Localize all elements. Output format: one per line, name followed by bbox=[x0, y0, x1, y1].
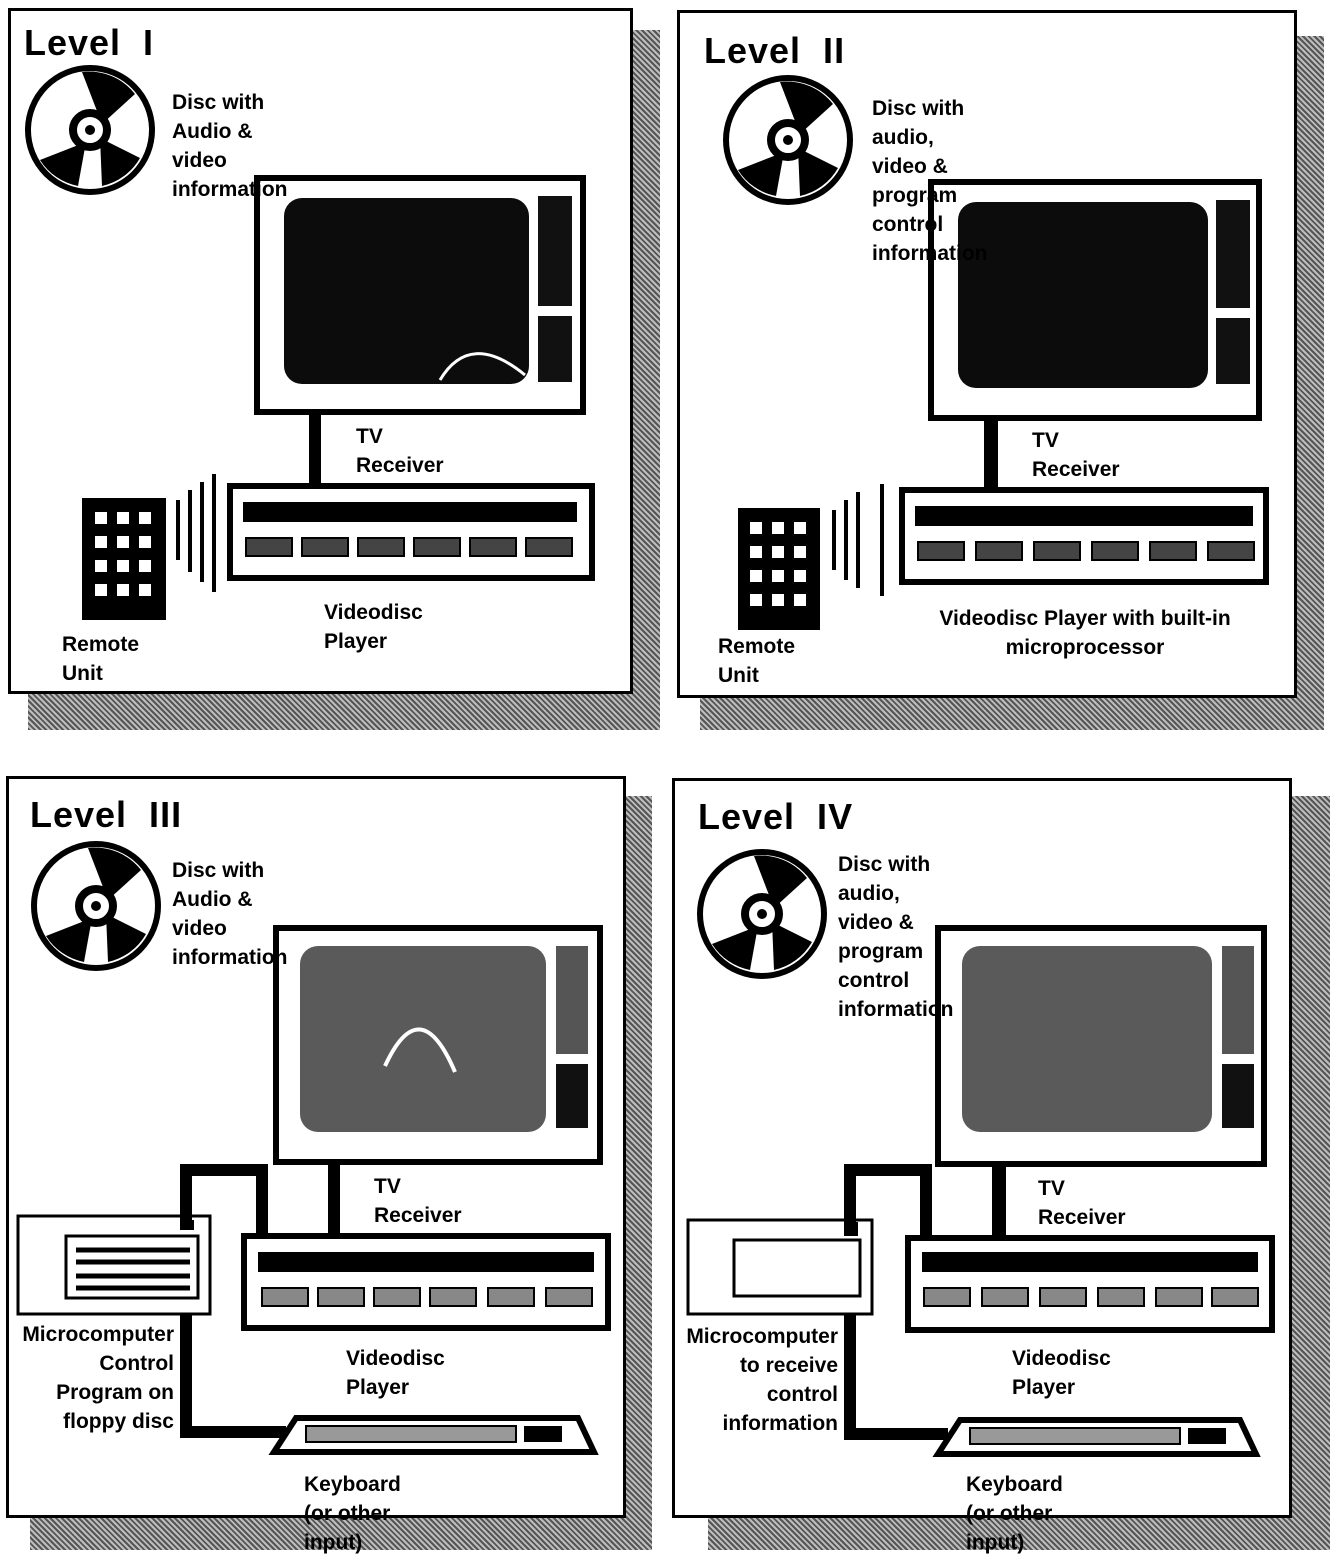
disc-description: Disc with audio, video &program control … bbox=[838, 850, 953, 1024]
disc-icon bbox=[700, 852, 824, 976]
videodisc-player bbox=[908, 1238, 1272, 1330]
keyboard-label: Keyboard (or other input) bbox=[966, 1470, 1063, 1557]
tv-receiver-label: TV Receiver bbox=[1038, 1174, 1126, 1232]
microcomputer bbox=[688, 1220, 872, 1314]
videodisc-player-label: Videodisc Player bbox=[1012, 1344, 1111, 1402]
keyboard bbox=[938, 1420, 1256, 1454]
